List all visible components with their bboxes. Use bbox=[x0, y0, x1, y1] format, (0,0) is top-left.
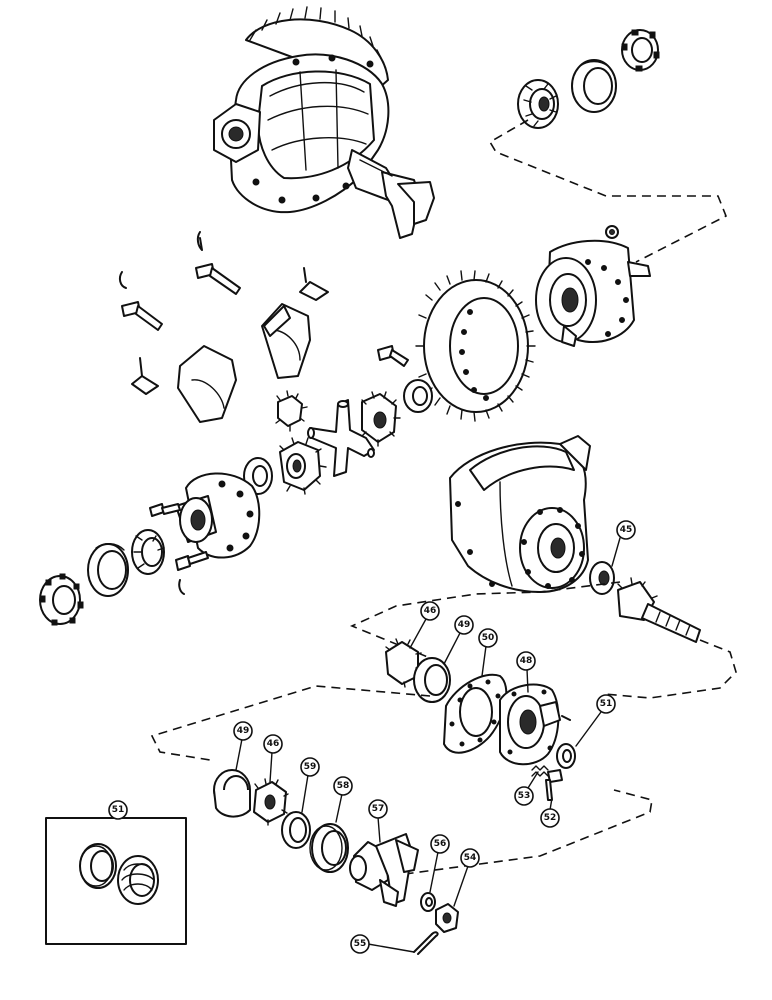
svg-text:46: 46 bbox=[424, 606, 437, 616]
svg-text:49: 49 bbox=[458, 620, 471, 630]
svg-text:46: 46 bbox=[267, 739, 280, 749]
bearing-kit-boundary-top bbox=[488, 119, 728, 263]
cotter-pin-2 bbox=[118, 271, 127, 289]
pinion-gear-small bbox=[275, 390, 308, 432]
bearing-cap-right bbox=[261, 303, 311, 379]
callout-45: 45 bbox=[616, 520, 636, 540]
callout-56: 56 bbox=[430, 834, 450, 854]
callout-50: 50 bbox=[478, 628, 498, 648]
adjuster-nut-left bbox=[39, 573, 84, 626]
side-gear-right bbox=[361, 391, 401, 447]
svg-text:51: 51 bbox=[112, 805, 125, 815]
differential-carrier-assembly bbox=[213, 6, 435, 239]
adjuster-nut-top bbox=[621, 29, 660, 72]
pinion-bearing bbox=[589, 561, 615, 595]
callout-59: 59 bbox=[300, 757, 320, 777]
lock-tab-1 bbox=[299, 267, 329, 301]
callout-57: 57 bbox=[368, 799, 388, 819]
svg-text:50: 50 bbox=[482, 633, 495, 643]
callout-53: 53 bbox=[514, 786, 534, 806]
side-gear-left bbox=[279, 437, 327, 495]
callout-49-upper: 49 bbox=[454, 615, 474, 635]
svg-text:55: 55 bbox=[354, 939, 367, 949]
shim-gasket bbox=[443, 673, 508, 754]
differential-case-half bbox=[535, 239, 651, 347]
leader-lines bbox=[235, 537, 621, 953]
lock-tab-2 bbox=[131, 357, 159, 395]
svg-text:49: 49 bbox=[237, 726, 250, 736]
callout-55: 55 bbox=[350, 934, 370, 954]
case-bolt bbox=[377, 345, 409, 367]
callout-51-inset: 51 bbox=[108, 800, 128, 820]
svg-text:58: 58 bbox=[337, 781, 350, 791]
lower-kit-boundary bbox=[150, 685, 653, 881]
ring-gear bbox=[415, 270, 536, 422]
case-bolt-2 bbox=[149, 503, 181, 517]
retainer-oil-seal bbox=[556, 743, 576, 769]
inset-box bbox=[45, 817, 187, 945]
bearing-cone-top bbox=[517, 79, 559, 129]
spider-cross bbox=[307, 399, 375, 477]
pinion-yoke bbox=[349, 833, 419, 907]
svg-text:52: 52 bbox=[544, 813, 557, 823]
lock-washer bbox=[531, 765, 549, 777]
inset-seal-1 bbox=[79, 843, 117, 889]
pinion-bearing-cup bbox=[413, 657, 451, 703]
inset-seal-2 bbox=[117, 855, 159, 905]
cap-bolt-2 bbox=[121, 301, 163, 331]
bearing-cone-left bbox=[131, 529, 165, 575]
svg-text:54: 54 bbox=[464, 853, 477, 863]
callout-49-lower: 49 bbox=[233, 721, 253, 741]
callout-52: 52 bbox=[540, 808, 560, 828]
bearing-cone-lower bbox=[253, 778, 289, 826]
retainer-dowel bbox=[561, 715, 571, 721]
retainer-bolt bbox=[545, 769, 563, 801]
castle-nut bbox=[435, 903, 459, 933]
pinion-retainer bbox=[499, 683, 561, 766]
bearing-cup-lower bbox=[213, 769, 251, 818]
svg-text:53: 53 bbox=[518, 791, 531, 801]
case-bolt-3 bbox=[175, 551, 209, 595]
callout-46-lower: 46 bbox=[263, 734, 283, 754]
callout-48: 48 bbox=[516, 651, 536, 671]
cotter-pin-1 bbox=[196, 231, 203, 251]
spacer-ring bbox=[281, 811, 311, 849]
drive-pinion bbox=[617, 577, 701, 643]
small-nut bbox=[605, 225, 619, 239]
pinion-kit-boundary-2 bbox=[603, 639, 737, 699]
carrier-housing bbox=[449, 435, 591, 593]
bearing-cap-left bbox=[177, 345, 237, 423]
oil-seal bbox=[309, 823, 349, 873]
callout-58: 58 bbox=[333, 776, 353, 796]
svg-text:56: 56 bbox=[434, 839, 447, 849]
svg-text:48: 48 bbox=[520, 656, 533, 666]
differential-case-left bbox=[175, 472, 261, 559]
svg-text:57: 57 bbox=[372, 804, 385, 814]
bearing-cup-left bbox=[87, 543, 129, 597]
callout-51-upper: 51 bbox=[596, 694, 616, 714]
svg-text:59: 59 bbox=[304, 762, 317, 772]
yoke-washer bbox=[420, 892, 436, 912]
callout-46-upper: 46 bbox=[420, 601, 440, 621]
thrust-washer-1 bbox=[403, 379, 433, 413]
cap-bolt-1 bbox=[195, 263, 241, 295]
bearing-cup-top bbox=[571, 59, 617, 113]
callout-54: 54 bbox=[460, 848, 480, 868]
svg-text:45: 45 bbox=[620, 525, 633, 535]
cotter-pin-lower bbox=[413, 931, 439, 955]
svg-text:51: 51 bbox=[600, 699, 613, 709]
